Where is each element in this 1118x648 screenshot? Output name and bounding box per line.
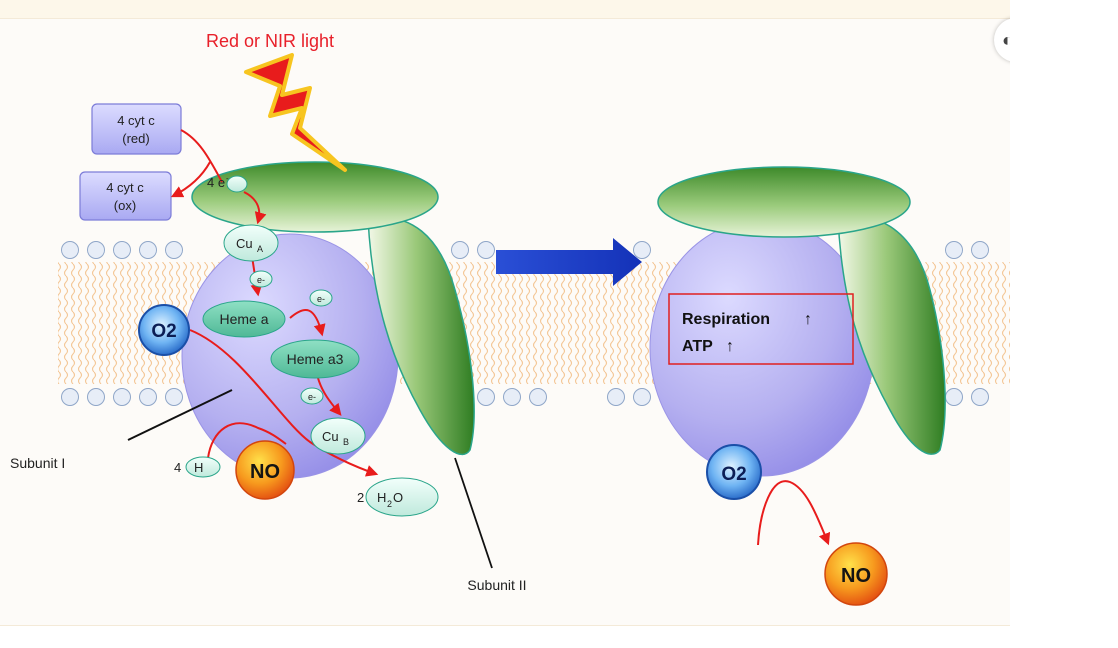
lipid-head	[113, 241, 131, 259]
lipid-head	[165, 241, 183, 259]
e-bubble-3: e-	[300, 387, 324, 405]
membrane-bottom-heads	[61, 388, 989, 406]
lipid-head	[633, 241, 651, 259]
heme-a3-label: Heme a3	[287, 351, 344, 367]
no-label-right: NO	[841, 565, 871, 587]
cu-a-node: Cu A	[223, 224, 279, 262]
lipid-head	[503, 388, 521, 406]
e-label-1: e-	[257, 275, 265, 285]
atp-label: ATP	[682, 338, 713, 355]
lipid-head	[451, 241, 469, 259]
subunit-2-label: Subunit II	[467, 577, 526, 593]
protons-4h: 4 H	[174, 456, 221, 478]
lipid-head	[633, 388, 651, 406]
cyt-c-reduced-box: 4 cyt c (red)	[91, 103, 182, 155]
electron-bubble	[226, 175, 248, 193]
respiration-label: Respiration	[682, 311, 770, 328]
o2-label-right: O2	[721, 464, 746, 485]
cyt-red-line2: (red)	[122, 131, 149, 146]
lipid-head	[61, 241, 79, 259]
four-electrons-label: 4 e	[207, 175, 225, 190]
e-label-2: e-	[317, 294, 325, 304]
lipid-head	[87, 388, 105, 406]
subunit-1-pointer	[127, 389, 233, 441]
no-label-left: NO	[250, 461, 280, 483]
no-molecule-right: NO	[824, 542, 888, 606]
lipid-head	[529, 388, 547, 406]
light-label: Red or NIR light	[206, 31, 334, 51]
e-bubble-2: e-	[309, 289, 333, 307]
e-label-3: e-	[308, 392, 316, 402]
subunit-1-label: Subunit I	[10, 455, 65, 471]
no-molecule-left: NO	[235, 440, 295, 500]
membrane-top-heads	[61, 241, 989, 259]
lipid-head	[945, 388, 963, 406]
lipid-head	[139, 388, 157, 406]
lipid-head	[165, 388, 183, 406]
four-electrons-superscript: -	[226, 174, 229, 183]
cu-a-label: Cu	[236, 236, 253, 251]
transition-arrow-icon	[496, 238, 642, 286]
cyt-ox-line2: (ox)	[114, 198, 136, 213]
atp-up-icon: ↑	[726, 338, 734, 355]
cu-b-node: Cu B	[310, 417, 366, 455]
subunit-2-pointer	[454, 457, 493, 569]
electron-path-arrows	[170, 129, 831, 546]
cu-a-subscript: A	[257, 244, 263, 254]
light-bolt-icon	[244, 53, 347, 172]
subunit-top-left	[191, 161, 439, 233]
cyt-c-oxidized-box: 4 cyt c (ox)	[79, 171, 172, 221]
right-margin	[1010, 0, 1118, 648]
lipid-head	[87, 241, 105, 259]
lipid-head	[477, 388, 495, 406]
h2o-coef: 2	[357, 490, 364, 505]
h2o-O: O	[393, 490, 403, 505]
cyt-red-line1: 4 cyt c	[117, 113, 155, 128]
water-2h2o: 2 H 2 O	[357, 477, 439, 517]
cyt-ox-line1: 4 cyt c	[106, 180, 144, 195]
cu-b-label: Cu	[322, 429, 339, 444]
respiration-up-icon: ↑	[804, 311, 812, 328]
heme-a3-node: Heme a3	[270, 339, 360, 379]
e-bubble-1: e-	[249, 270, 273, 288]
heme-a-label: Heme a	[219, 311, 268, 327]
lipid-head	[113, 388, 131, 406]
lipid-head	[139, 241, 157, 259]
top-strip	[0, 0, 1010, 18]
lipid-head	[477, 241, 495, 259]
o2-molecule-left: O2	[138, 304, 190, 356]
o2-label-left: O2	[151, 321, 176, 342]
lipid-head	[971, 241, 989, 259]
right-enzyme	[649, 166, 946, 477]
four-h-symbol: H	[194, 460, 203, 475]
four-h-coef: 4	[174, 460, 181, 475]
o2-molecule-right: O2	[706, 444, 762, 500]
heme-a-node: Heme a	[202, 300, 286, 338]
lipid-head	[971, 388, 989, 406]
lipid-head	[945, 241, 963, 259]
lipid-head	[61, 388, 79, 406]
respiration-atp-box: Respiration ↑ ATP ↑	[668, 293, 854, 365]
cu-b-subscript: B	[343, 437, 349, 447]
h2o-subscript: 2	[387, 499, 392, 509]
h2o-H: H	[377, 490, 386, 505]
subunit-2-shape-left	[367, 216, 475, 456]
subunit-top-right	[657, 166, 911, 238]
options-icon: ◐	[1002, 30, 1013, 50]
subunit-2-shape-right	[837, 215, 946, 455]
lipid-head	[607, 388, 625, 406]
